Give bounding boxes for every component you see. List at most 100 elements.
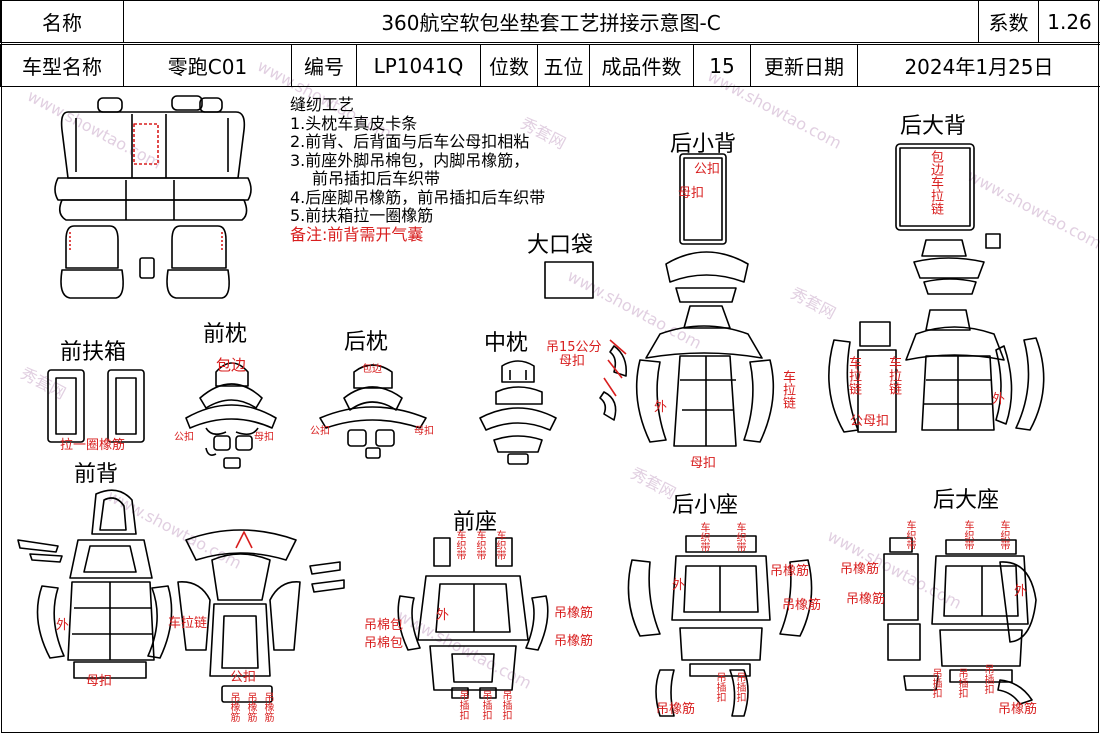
- annotation-female-buckle: 母扣: [86, 674, 113, 689]
- document-title: 360航空软包坐垫套工艺拼接示意图-C: [123, 0, 979, 43]
- annotation-male-buckle: 公扣: [174, 432, 194, 443]
- annotation-female-buckle: 母扣: [690, 456, 717, 471]
- annotation-hang-elastic: 吊橡筋: [840, 562, 880, 577]
- section-front-armrest: 前扶箱: [60, 340, 127, 365]
- rear-big-seat-pieces: [883, 537, 1037, 705]
- notes-line: 4.后座脚吊橡筋，前吊插扣后车织带: [290, 187, 546, 207]
- notes-line: 3.前座外脚吊棉包，内脚吊橡筋，: [290, 150, 530, 170]
- annotation-hang-15: 吊15公分: [546, 340, 602, 355]
- annotation-car-zipper: 车拉链: [168, 616, 208, 631]
- section-rear-headrest: 后枕: [344, 330, 389, 355]
- coef-value: 1.26: [1038, 0, 1100, 43]
- annotation-female-buckle: 母扣: [414, 426, 434, 437]
- annotation-wrap-edge-zipper: 包边车拉链: [928, 150, 943, 215]
- section-front-back: 前背: [74, 462, 119, 487]
- annotation-outer: 外: [672, 578, 686, 593]
- seats-value: 五位: [537, 44, 590, 87]
- annotation-car-strap: 车织带: [904, 520, 915, 550]
- annotation-car-zipper: 车拉链: [886, 356, 901, 395]
- annotation-hang-elastic: 吊橡筋: [228, 692, 239, 722]
- annotation-car-strap: 车织带: [962, 520, 973, 550]
- annotation-outer: 外: [1014, 584, 1028, 599]
- section-front-seat: 前座: [453, 510, 498, 535]
- notes-line: 1.头枕车真皮卡条: [290, 113, 418, 133]
- annotation-hang-elastic: 吊橡筋: [245, 692, 256, 722]
- header-row-1: 名称 360航空软包坐垫套工艺拼接示意图-C 系数 1.26: [0, 0, 1100, 43]
- annotation-hang-elastic: 吊橡筋: [554, 634, 594, 649]
- notes-title: 缝纫工艺: [290, 95, 355, 114]
- coef-label: 系数: [978, 0, 1039, 43]
- annotation-hang-clip: 吊插扣: [457, 690, 468, 720]
- annotation-car-zipper: 车拉链: [846, 356, 861, 395]
- annotation-hang-clip: 吊插扣: [480, 690, 491, 720]
- rear-big-back-pieces: [828, 143, 1045, 433]
- annotation-hang-elastic: 吊橡筋: [554, 606, 594, 621]
- section-rear-small-seat: 后小座: [672, 493, 739, 518]
- annotation-outer: 外: [56, 618, 70, 633]
- annotation-car-strap: 车织带: [698, 522, 709, 552]
- annotation-wrap-edge: 包边: [362, 364, 382, 375]
- front-armrest-pieces: [47, 369, 145, 443]
- annotation-female-buckle: 母扣: [254, 432, 274, 443]
- pieces-label: 成品件数: [589, 44, 694, 87]
- seat-preview-illustration: [54, 95, 252, 299]
- annotation-car-strap: 车织带: [494, 530, 505, 560]
- annotation-hang-cotton: 吊棉包: [364, 636, 404, 651]
- date-value: 2024年1月25日: [857, 44, 1100, 87]
- date-label: 更新日期: [750, 44, 858, 87]
- annotation-car-strap: 车织带: [734, 522, 745, 552]
- annotation-hang-clip: 吊插扣: [714, 672, 725, 702]
- middle-headrest-pieces: [479, 360, 557, 465]
- notes-line: 5.前扶箱拉一圈橡筋: [290, 206, 434, 225]
- big-bag-piece: [544, 261, 594, 299]
- notes-line: 前吊插扣后车织带: [312, 169, 441, 188]
- annotation-wrap-edge: 包边: [216, 356, 247, 374]
- annotation-car-strap: 车织带: [454, 530, 465, 560]
- notes-remark: 备注:前背需开气囊: [290, 224, 424, 244]
- section-rear-small-back: 后小背: [670, 132, 737, 157]
- front-back-pieces: [17, 489, 345, 703]
- section-big-bag: 大口袋: [527, 233, 594, 258]
- annotation-car-zipper: 车拉链: [780, 370, 795, 409]
- code-value: LP1041Q: [356, 44, 481, 87]
- annotation-female-buckle: 母扣: [559, 354, 586, 369]
- annotation-hang-clip: 吊插扣: [500, 690, 511, 720]
- header-row-2: 车型名称 零跑C01 编号 LP1041Q 位数 五位 成品件数 15 更新日期…: [0, 44, 1100, 87]
- annotation-male-buckle: 公扣: [230, 670, 257, 685]
- annotation-hang-clip: 吊插扣: [930, 668, 941, 698]
- annotation-hang-clip: 吊插扣: [734, 672, 745, 702]
- section-rear-big-back: 后大背: [900, 114, 967, 139]
- rear-headrest-pieces: [319, 364, 427, 459]
- model-value: 零跑C01: [123, 44, 292, 87]
- annotation-male-buckle: 公扣: [694, 162, 721, 177]
- annotation-hang-elastic: 吊橡筋: [846, 592, 886, 607]
- annotation-hang-cotton: 吊棉包: [364, 618, 404, 633]
- rear-small-back-pieces: [599, 153, 775, 447]
- annotation-outer: 外: [436, 608, 450, 623]
- annotation-hang-elastic: 吊橡筋: [998, 702, 1038, 717]
- section-front-headrest: 前枕: [203, 322, 248, 347]
- section-mid-headrest: 中枕: [484, 331, 529, 356]
- model-label: 车型名称: [0, 44, 124, 87]
- section-rear-big-seat: 后大座: [933, 488, 1000, 513]
- notes-line: 2.前背、后背面与后车公母扣相粘: [290, 132, 530, 151]
- front-seat-pieces: [397, 537, 549, 699]
- annotation-male-female-buckle: 公母扣: [850, 414, 890, 429]
- code-label: 编号: [291, 44, 357, 87]
- annotation-car-strap: 车织带: [998, 520, 1009, 550]
- front-headrest-pieces: [185, 362, 277, 469]
- annotation-hang-elastic: 吊橡筋: [770, 564, 810, 579]
- annotation-hang-elastic: 吊橡筋: [782, 598, 822, 613]
- annotation-car-strap: 车织带: [474, 530, 485, 560]
- annotation-outer: 外: [992, 392, 1006, 407]
- annotation-elastic-loop: 拉一圈橡筋: [60, 438, 126, 453]
- annotation-hang-clip: 吊插扣: [956, 668, 967, 698]
- annotation-hang-clip: 吊插扣: [982, 664, 993, 694]
- annotation-hang-elastic: 吊橡筋: [262, 692, 273, 722]
- sewing-notes: 缝纫工艺 1.头枕车真皮卡条 2.前背、后背面与后车公母扣相粘 3.前座外脚吊棉…: [290, 95, 546, 244]
- annotation-male-buckle: 公扣: [310, 426, 330, 437]
- annotation-outer: 外: [654, 400, 668, 415]
- rear-small-seat-pieces: [627, 535, 813, 717]
- annotation-hang-elastic: 吊橡筋: [656, 702, 696, 717]
